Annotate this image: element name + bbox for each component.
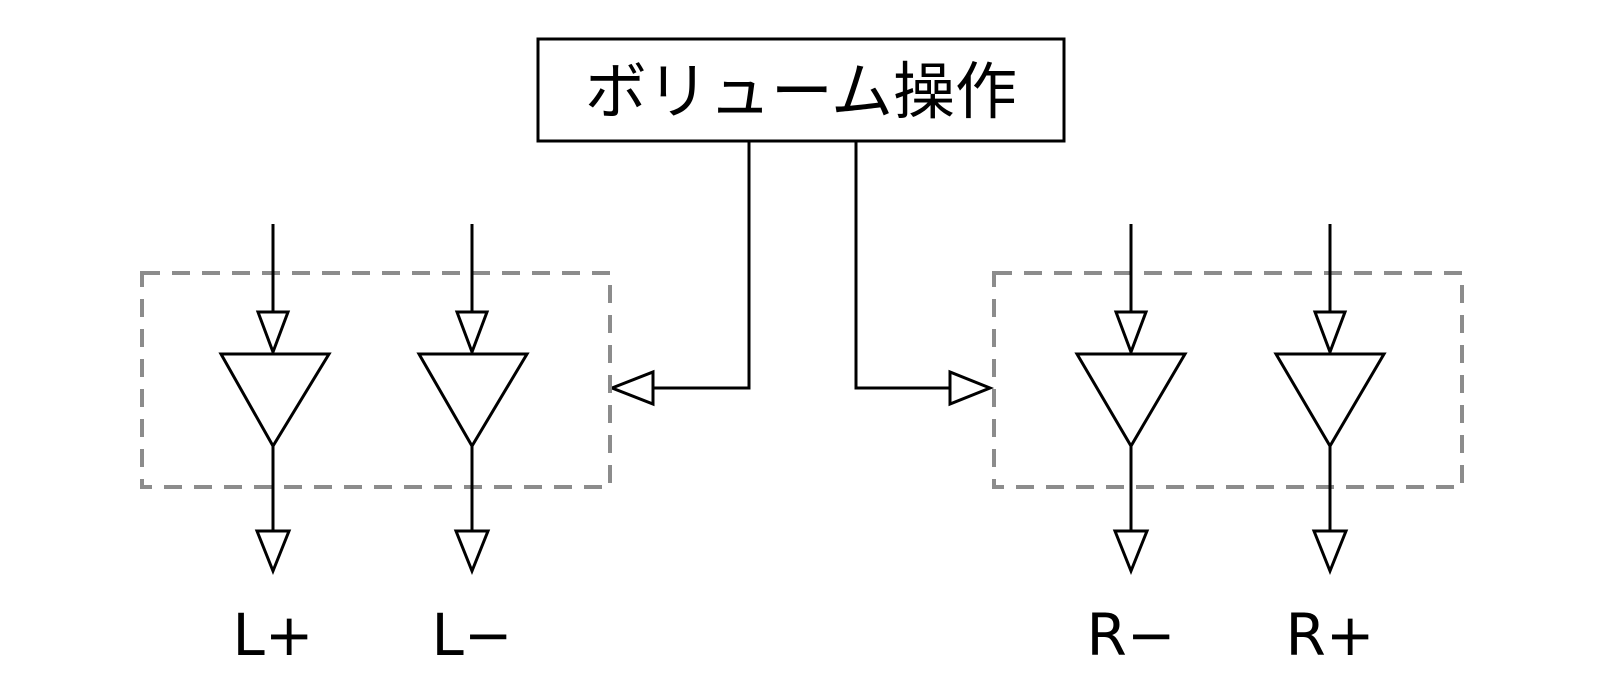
right-control-connector	[854, 141, 995, 407]
output-label-l-plus: L+	[233, 601, 314, 669]
input-arrow-icon	[454, 310, 490, 357]
left-control-arrow-icon	[607, 369, 655, 407]
amplifier-r-minus	[1074, 224, 1188, 576]
output-arrow-icon	[1112, 529, 1150, 576]
input-arrow-icon	[1312, 310, 1348, 357]
right-channel-dashed-box	[992, 271, 1464, 489]
left-control-connector	[607, 141, 751, 407]
right-channel-group	[992, 224, 1464, 576]
output-label-r-minus: R−	[1087, 601, 1176, 669]
output-arrow-icon	[453, 529, 491, 576]
amplifier-l-plus	[218, 224, 332, 576]
amplifier-triangle-icon	[218, 352, 332, 449]
output-label-r-plus: R+	[1286, 601, 1375, 669]
amplifier-triangle-icon	[1074, 352, 1188, 449]
output-arrow-icon	[254, 529, 292, 576]
volume-control-box	[536, 37, 1066, 143]
left-channel-group	[140, 224, 612, 576]
input-arrow-icon	[1113, 310, 1149, 357]
input-arrow-icon	[255, 310, 291, 357]
amplifier-triangle-icon	[1273, 352, 1387, 449]
left-channel-dashed-box	[140, 271, 612, 489]
volume-control-block: ボリューム操作	[536, 37, 1066, 143]
output-label-l-minus: L−	[432, 601, 513, 669]
volume-control-label: ボリューム操作	[585, 55, 1017, 128]
amplifier-l-minus	[416, 224, 530, 576]
amplifier-r-plus	[1273, 224, 1387, 576]
right-control-arrow-icon	[948, 369, 995, 407]
output-arrow-icon	[1311, 529, 1349, 576]
amplifier-triangle-icon	[416, 352, 530, 449]
